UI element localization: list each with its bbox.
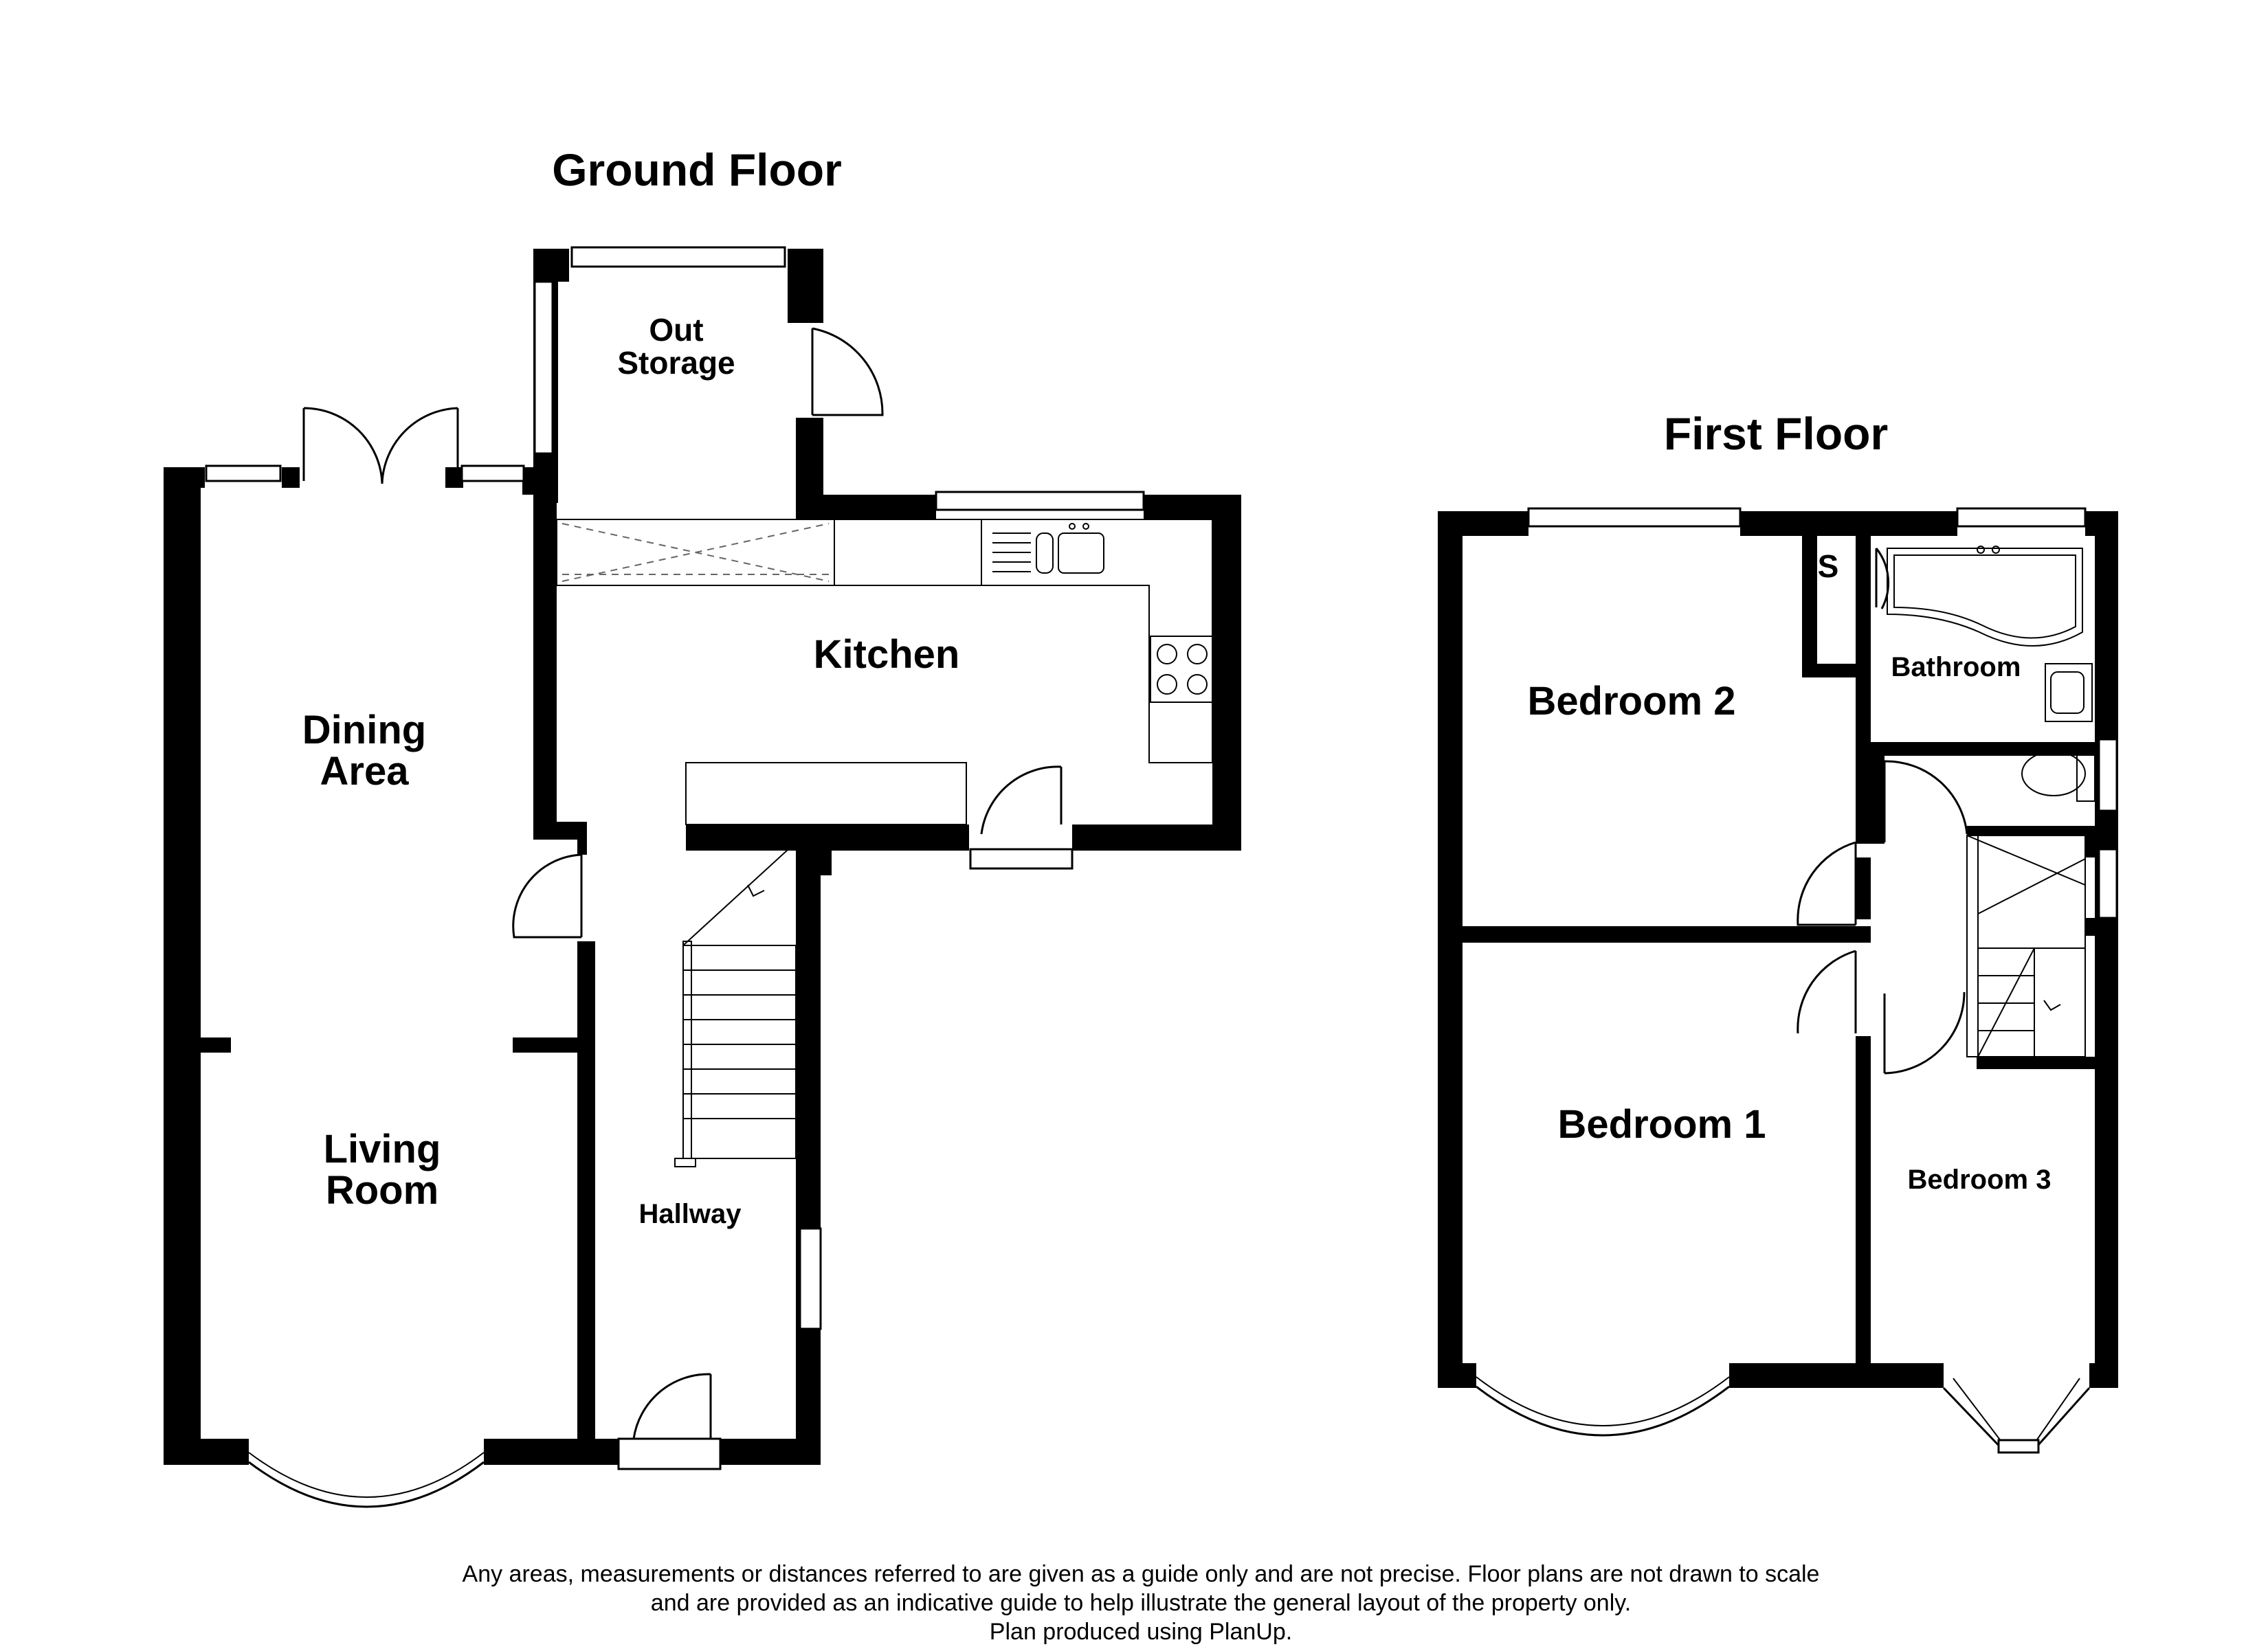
- disclaimer-line: and are provided as an indicative guide …: [651, 1590, 1631, 1616]
- wall: [1871, 742, 2095, 756]
- wall: [2085, 918, 2095, 936]
- bath: [1887, 546, 2083, 647]
- dining-area-label: Area: [320, 749, 410, 794]
- window: [799, 1227, 822, 1330]
- wall: [1802, 536, 1817, 677]
- stairs: [1966, 835, 2086, 1057]
- kitchen-label: Kitchen: [814, 632, 960, 677]
- bedroom-2-label: Bedroom 2: [1528, 679, 1736, 723]
- wall: [164, 1439, 249, 1465]
- wall: [484, 1439, 619, 1465]
- wall: [164, 467, 201, 1465]
- wall: [1856, 536, 1871, 844]
- wall: [1977, 1057, 2095, 1069]
- wall: [164, 467, 205, 488]
- door-swing: [1883, 991, 1966, 1075]
- wall: [788, 249, 823, 323]
- wall: [1463, 926, 1871, 943]
- window: [2098, 848, 2118, 919]
- wall: [533, 495, 557, 838]
- window: [969, 848, 1074, 870]
- worktop: [685, 762, 967, 825]
- first-floor-plan: [1438, 507, 2118, 1454]
- door-swing: [512, 853, 583, 939]
- wall: [1438, 511, 1528, 536]
- ground-floor-title: Ground Floor: [552, 144, 842, 195]
- living-room-label: Living: [324, 1127, 441, 1171]
- window: [205, 464, 282, 482]
- bedroom-3-label: Bedroom 3: [1908, 1165, 2052, 1195]
- toilet: [2021, 744, 2095, 802]
- window: [2098, 738, 2118, 812]
- door-swing: [1797, 841, 1857, 926]
- wall: [1856, 857, 1871, 919]
- wall: [1729, 1363, 1944, 1388]
- door-swing: [980, 765, 1063, 835]
- wall: [2085, 830, 2095, 857]
- wall: [1740, 511, 1957, 536]
- wall: [796, 849, 832, 875]
- basin: [2045, 663, 2093, 722]
- bathroom-label: Bathroom: [1891, 652, 2021, 682]
- bedroom-1-label: Bedroom 1: [1558, 1102, 1766, 1147]
- disclaimer-line: Any areas, measurements or distances ref…: [463, 1561, 1820, 1587]
- wall: [522, 467, 558, 495]
- dining-area-label: Dining: [302, 708, 426, 752]
- door-swing: [1875, 548, 1890, 609]
- disclaimer-line: Plan produced using PlanUp.: [990, 1619, 1292, 1645]
- window: [935, 491, 1145, 511]
- window: [1527, 507, 1742, 528]
- door-swing: [632, 1373, 712, 1439]
- out-storage-label: Storage: [617, 345, 735, 381]
- bay-window: [1476, 1385, 1730, 1437]
- window: [460, 464, 525, 482]
- wall: [1438, 511, 1463, 1388]
- door-swing: [811, 327, 884, 416]
- wall: [282, 467, 300, 488]
- wall: [577, 822, 587, 855]
- wall: [2095, 511, 2118, 1388]
- wall: [1144, 495, 1241, 519]
- wall: [201, 1037, 231, 1053]
- wall: [513, 1037, 577, 1053]
- wall: [796, 418, 823, 503]
- stairs: [674, 842, 797, 1167]
- worktop: [834, 519, 1213, 763]
- wall: [445, 467, 463, 488]
- store-label: S: [1818, 548, 1839, 584]
- wall: [1967, 826, 2095, 835]
- window: [1956, 507, 2087, 528]
- hob: [1150, 636, 1213, 703]
- wall: [796, 849, 821, 1465]
- wall: [1212, 495, 1241, 851]
- window: [617, 1437, 722, 1470]
- first-floor-title: First Floor: [1664, 408, 1888, 459]
- wall: [1802, 664, 1871, 677]
- living-room-label: Room: [326, 1168, 438, 1213]
- wall: [686, 824, 969, 851]
- out-storage-label: Out: [649, 312, 703, 348]
- door-swing: [1797, 950, 1857, 1034]
- ground-floor-plan: [164, 246, 1241, 1508]
- sink: [992, 523, 1104, 574]
- wall: [1438, 1363, 1476, 1388]
- window: [570, 246, 786, 268]
- bay-window: [1942, 1378, 2091, 1454]
- hallway-label: Hallway: [639, 1199, 742, 1229]
- window: [533, 280, 554, 455]
- wall: [1856, 1036, 1871, 1363]
- bay-window: [248, 1461, 485, 1508]
- wall: [577, 941, 595, 1439]
- french-door-swing: [302, 407, 459, 484]
- wall: [1871, 745, 1885, 844]
- door-swing: [1883, 760, 1968, 842]
- wall: [796, 495, 936, 519]
- wall: [2089, 1363, 2118, 1388]
